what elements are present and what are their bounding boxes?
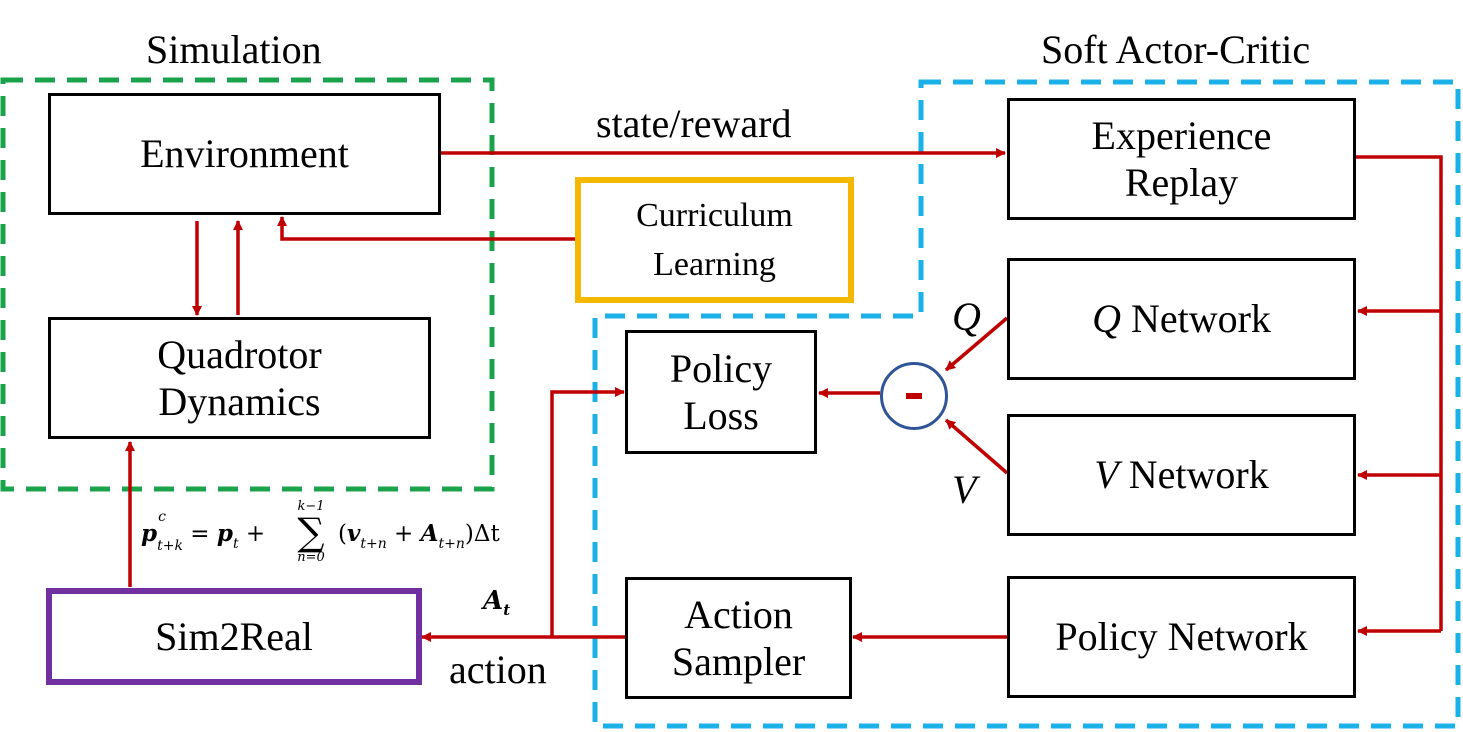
q-network-text: Network	[1130, 296, 1271, 342]
curriculum-to-env-arrow	[277, 216, 578, 241]
policy-loss-box[interactable]: Policy Loss	[625, 330, 817, 454]
v-network-text: Network	[1128, 452, 1269, 498]
a-t-label: At	[483, 586, 511, 619]
policy-loss-line2: Loss	[683, 393, 759, 438]
curriculum-line2: Learning	[653, 246, 776, 283]
v-network-symbol: V	[1094, 452, 1119, 498]
sim2real-label: Sim2Real	[155, 613, 313, 659]
q-to-minus-arrow	[944, 316, 1009, 372]
experience-replay-box[interactable]: Experience Replay	[1007, 98, 1356, 220]
simulation-title: Simulation	[146, 27, 322, 72]
environment-box[interactable]: Environment	[48, 93, 441, 215]
summation-body: (vt+n + At+n)Δt	[338, 520, 500, 552]
action-label: action	[449, 647, 547, 692]
action-to-loss-arrow	[550, 387, 625, 637]
v-symbol-label: V	[952, 467, 977, 512]
quadrotor-line1: Quadrotor	[157, 331, 322, 377]
policy-network-label: Policy Network	[1055, 614, 1308, 660]
sim2real-box[interactable]: Sim2Real	[46, 588, 422, 685]
v-to-minus-arrow	[944, 418, 1009, 475]
q-network-box[interactable]: Q Network	[1007, 258, 1356, 380]
q-network-symbol: Q	[1092, 296, 1121, 342]
action-sampler-line2: Sampler	[671, 639, 806, 684]
action-sampler-box[interactable]: Action Sampler	[625, 577, 852, 699]
policy-network-box[interactable]: Policy Network	[1007, 576, 1356, 698]
experience-line2: Replay	[1124, 160, 1239, 205]
curriculum-line1: Curriculum	[636, 196, 793, 234]
quadrotor-line2: Dynamics	[158, 379, 321, 424]
environment-label: Environment	[140, 131, 349, 177]
curriculum-learning-box[interactable]: Curriculum Learning	[575, 177, 854, 303]
policy-loss-line1: Policy	[669, 345, 773, 391]
q-symbol-label: Q	[952, 294, 981, 339]
action-sampler-line1: Action	[684, 591, 793, 637]
minus-icon	[906, 393, 922, 399]
experience-line1: Experience	[1091, 112, 1272, 158]
quadrotor-dynamics-box[interactable]: Quadrotor Dynamics	[48, 317, 431, 439]
sac-title: Soft Actor-Critic	[1041, 27, 1311, 72]
subtraction-node	[880, 362, 948, 430]
v-network-box[interactable]: V Network	[1007, 414, 1356, 536]
state-reward-label: state/reward	[596, 101, 792, 146]
summation-symbol: k−1 ∑ n=0	[297, 499, 325, 565]
replay-bus	[1356, 155, 1443, 631]
